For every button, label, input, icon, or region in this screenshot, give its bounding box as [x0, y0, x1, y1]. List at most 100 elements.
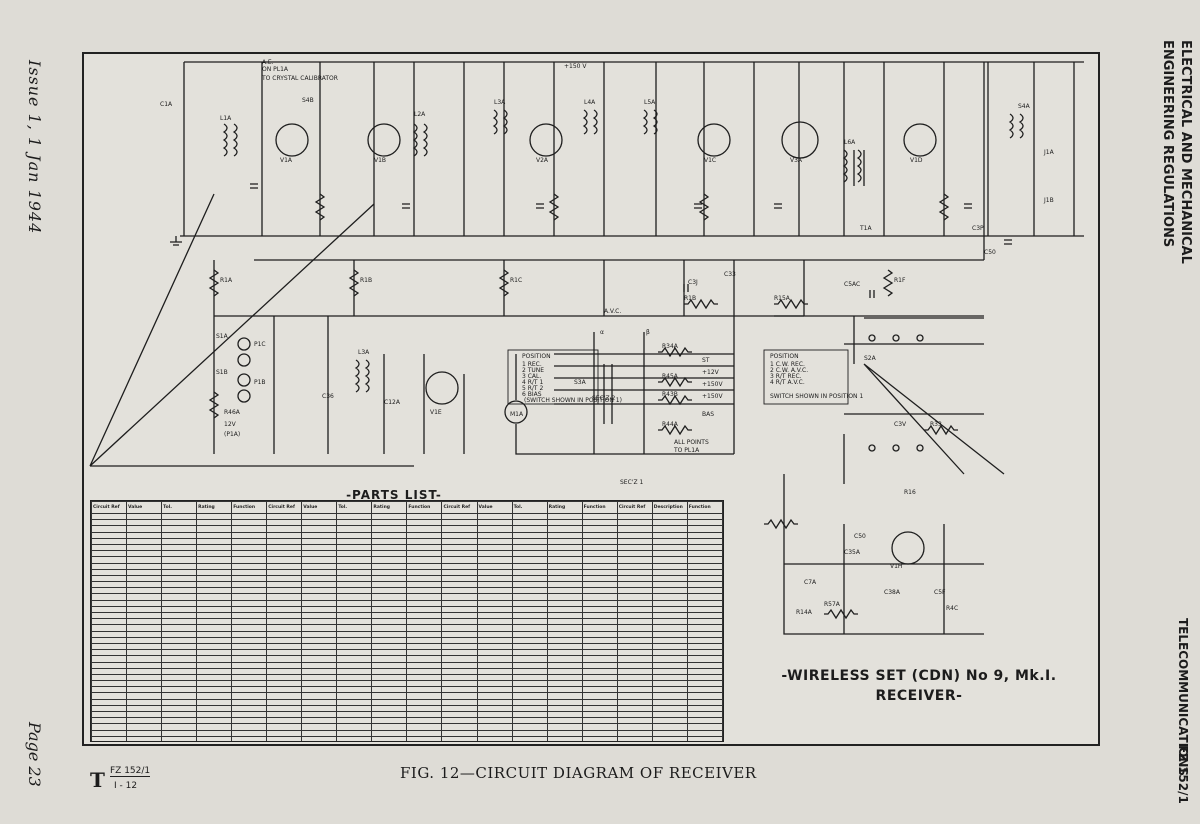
svg-text:C12A: C12A [384, 399, 401, 406]
valve-v1h [891, 531, 925, 565]
svg-text:S1A: S1A [216, 333, 229, 340]
svg-text:ST: ST [702, 357, 710, 364]
parts-header-cell: Circuit Ref [616, 501, 653, 514]
label-ae: A.E. [262, 59, 274, 66]
parts-cell [546, 735, 583, 741]
fz-reference: T FZ 152/1 I - 12 [88, 764, 168, 798]
svg-text:3 R/T REC.: 3 R/T REC. [770, 373, 802, 380]
svg-text:+150V: +150V [702, 381, 723, 388]
parts-cell [441, 735, 478, 741]
svg-text:P1B: P1B [254, 379, 266, 386]
parts-header-cell: Value [301, 501, 338, 514]
parts-cell [336, 735, 373, 741]
valve-v1b [367, 123, 401, 157]
parts-header-cell: Rating [546, 501, 583, 514]
svg-text:2 C.W. A.V.C.: 2 C.W. A.V.C. [770, 367, 808, 374]
svg-text:C50: C50 [854, 533, 866, 540]
svg-text:R43B: R43B [662, 391, 678, 398]
fz-letter: T [90, 768, 105, 792]
svg-text:R1F: R1F [894, 277, 906, 284]
svg-text:R1A: R1A [220, 277, 233, 284]
parts-row [91, 686, 723, 694]
parts-header-cell: Tol. [511, 501, 548, 514]
svg-text:6 BIAS: 6 BIAS [522, 391, 542, 398]
svg-text:C38A: C38A [884, 589, 901, 596]
valve-v3a [781, 121, 819, 159]
svg-text:S4B: S4B [302, 97, 314, 104]
label-all-points: ALL POINTS [674, 439, 709, 446]
svg-text:R45A: R45A [662, 373, 679, 380]
parts-cell [301, 735, 338, 741]
svg-text:R44A: R44A [662, 421, 679, 428]
svg-text:(P1A): (P1A) [224, 431, 240, 438]
regulations-line-1: ELECTRICAL AND MECHANICAL [1178, 40, 1193, 264]
svg-text:S1B: S1B [216, 369, 228, 376]
parts-cell [161, 735, 198, 741]
parts-header-cell: Value [126, 501, 163, 514]
parts-cell [511, 735, 548, 741]
svg-text:L5A: L5A [644, 99, 656, 106]
parts-row [91, 512, 723, 521]
valve-v1a [275, 123, 309, 157]
svg-text:C3V: C3V [894, 421, 907, 428]
svg-text:5 R/T 2: 5 R/T 2 [522, 385, 543, 392]
svg-text:V2A: V2A [536, 157, 549, 164]
parts-header-cell: Function [406, 501, 443, 514]
valve-v1e [425, 371, 459, 405]
svg-text:R1B: R1B [360, 277, 372, 284]
svg-text:T1A: T1A [859, 225, 872, 232]
valve-v1d [903, 123, 937, 157]
svg-text:V1H: V1H [890, 563, 902, 570]
svg-text:V1D: V1D [910, 157, 923, 164]
svg-text:C36: C36 [322, 393, 334, 400]
svg-text:TO PL1A: TO PL1A [673, 447, 700, 454]
svg-text:L3A: L3A [358, 349, 370, 356]
parts-header-cell: Function [686, 501, 723, 514]
parts-cell [266, 735, 303, 741]
parts-header-cell: Function [231, 501, 268, 514]
parts-header-cell: Rating [371, 501, 408, 514]
svg-text:L1A: L1A [220, 115, 232, 122]
svg-text:C5F: C5F [934, 589, 946, 596]
svg-text:M1A: M1A [510, 411, 524, 418]
title-line-2: RECEIVER- [875, 688, 963, 704]
svg-text:L6A: L6A [844, 139, 856, 146]
parts-header-cell: Circuit Ref [91, 501, 128, 514]
diagram-frame: A.E. ON PL1A TO CRYSTAL CALIBRATOR S4B C… [82, 52, 1100, 746]
circuit-schematic: A.E. ON PL1A TO CRYSTAL CALIBRATOR S4B C… [89, 59, 1084, 635]
fz-numerator: FZ 152/1 [110, 766, 151, 777]
label-avc: A.V.C. [604, 308, 621, 315]
svg-text:C5AC: C5AC [844, 281, 860, 288]
parts-cell [581, 735, 618, 741]
svg-text:3 CAL.: 3 CAL. [522, 373, 541, 380]
parts-header-cell: Tol. [161, 501, 198, 514]
parts-cell [371, 735, 408, 741]
parts-header-cell: Value [476, 501, 513, 514]
svg-text:C3P: C3P [972, 225, 984, 232]
parts-row [91, 642, 723, 651]
svg-text:+12V: +12V [702, 369, 720, 376]
regulations-heading: ELECTRICAL AND MECHANICAL ENGINEERING RE… [1150, 40, 1194, 300]
svg-text:S2A: S2A [864, 355, 877, 362]
svg-text:1 REC.: 1 REC. [522, 361, 542, 368]
svg-text:V1C: V1C [704, 157, 716, 164]
svg-text:+150V: +150V [702, 393, 723, 400]
svg-text:SEC'Z 1: SEC'Z 1 [620, 479, 643, 486]
parts-cell [196, 735, 233, 741]
svg-text:L3A: L3A [494, 99, 506, 106]
svg-text:R16: R16 [904, 489, 916, 496]
svg-text:R33: R33 [930, 421, 942, 428]
svg-text:R4C: R4C [946, 605, 958, 612]
figure-caption: FIG. 12—CIRCUIT DIAGRAM OF RECEIVER [400, 764, 757, 782]
svg-text:L2A: L2A [414, 111, 426, 118]
parts-header-cell: Description [651, 501, 688, 514]
svg-text:V1A: V1A [280, 157, 293, 164]
svg-text:SWITCH SHOWN IN POSITION 1: SWITCH SHOWN IN POSITION 1 [770, 393, 863, 400]
valve-v1c [697, 123, 731, 157]
svg-text:1 C.W. REC.: 1 C.W. REC. [770, 361, 805, 368]
svg-text:V1E: V1E [430, 409, 442, 416]
svg-text:J1B: J1B [1043, 197, 1054, 204]
fz-side-ref: FZ 152/1 [1176, 745, 1190, 804]
svg-text:S3A: S3A [574, 379, 587, 386]
